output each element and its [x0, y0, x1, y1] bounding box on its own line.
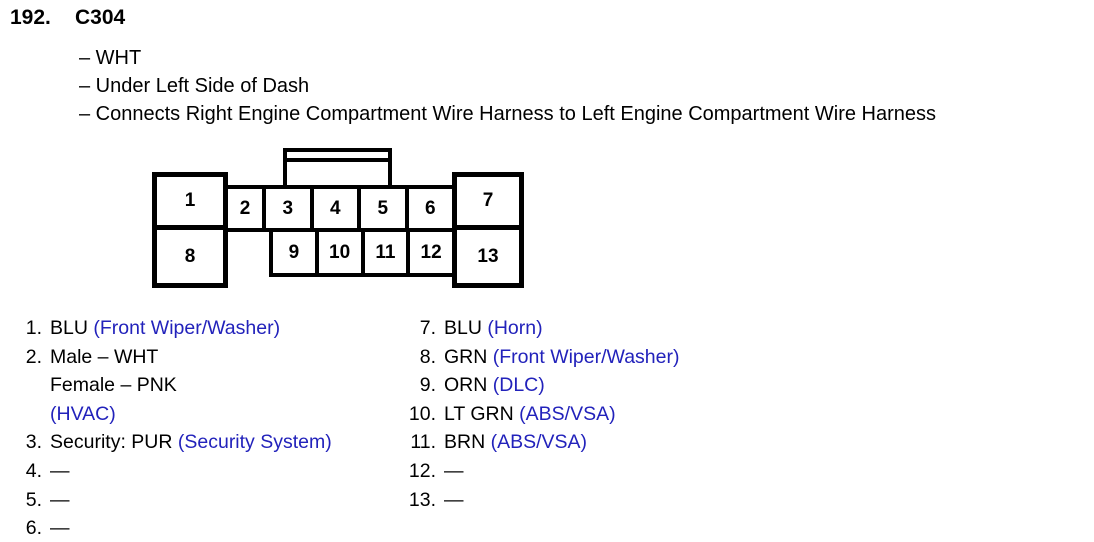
system-name: (ABS/VSA): [490, 431, 588, 454]
pin-number: 3.: [25, 431, 42, 454]
wire-color: GRN: [444, 345, 488, 368]
connector-cavity-1: 1: [157, 177, 223, 230]
pin-row-8: 8. GRN (Front Wiper/Washer): [400, 343, 680, 372]
connector-latch-tab: [283, 148, 392, 189]
pin-description: BRN (ABS/VSA): [444, 428, 587, 457]
pin-row-2: 2. Male – WHT Female – PNK (HVAC): [12, 343, 332, 429]
pin-description: LT GRN (ABS/VSA): [444, 400, 616, 429]
detail-color: – WHT: [79, 47, 142, 69]
connector-cavity-9: 9: [273, 232, 319, 273]
pin-row-3: 3. Security: PUR (Security System): [12, 428, 332, 457]
pin-description: BLU (Front Wiper/Washer): [50, 314, 280, 343]
detail-function: – Connects Right Engine Compartment Wire…: [79, 103, 937, 125]
wire-color: Security: PUR: [50, 431, 173, 454]
pin-description: GRN (Front Wiper/Washer): [444, 343, 679, 372]
pin-number: 1.: [25, 317, 42, 339]
connector-details: – WHT – Under Left Side of Dash – Connec…: [79, 44, 936, 128]
pin-number: 7.: [419, 317, 436, 339]
pin-number: 12.: [408, 459, 436, 482]
pin-description: —: [50, 459, 70, 482]
pin-description: —: [50, 488, 70, 511]
pin-row-4: 4. —: [12, 457, 332, 486]
pin-number: 9.: [419, 374, 436, 397]
detail-location: – Under Left Side of Dash: [79, 75, 310, 97]
connector-cavity-7: 7: [457, 177, 519, 230]
system-name: (Front Wiper/Washer): [492, 345, 680, 368]
system-name: (DLC): [492, 374, 545, 397]
connector-top-row: 2 3 4 5 6: [224, 185, 456, 232]
connector-right-block: 7 13: [452, 172, 524, 288]
pin-number: 4.: [25, 459, 42, 482]
connector-id: C304: [75, 6, 126, 29]
wire-color-female: Female – PNK: [50, 374, 177, 397]
section-title: 192. C304: [10, 6, 125, 30]
pin-row-1: 1. BLU (Front Wiper/Washer): [12, 314, 332, 343]
pin-description: ORN (DLC): [444, 371, 545, 400]
pin-row-12: 12. —: [400, 457, 679, 486]
connector-bottom-row: 9 10 11 12: [269, 228, 456, 277]
pin-list-right: 7. BLU (Horn) 8. GRN (Front Wiper/Washer…: [400, 314, 680, 515]
connector-cavity-6: 6: [424, 197, 436, 219]
wire-color: BLU: [444, 317, 482, 339]
connector-cavity-4: 4: [314, 189, 361, 228]
system-name: (Horn): [487, 317, 543, 339]
wire-color: LT GRN: [444, 402, 514, 425]
connector-cavity-11: 11: [365, 232, 411, 273]
pin-number: 11.: [410, 431, 436, 454]
pin-description: Male – WHT Female – PNK (HVAC): [50, 343, 177, 429]
pin-number: 2.: [25, 345, 42, 368]
pin-description: —: [444, 459, 464, 482]
pin-number: 5.: [25, 488, 42, 511]
wire-color: BRN: [444, 431, 486, 454]
connector-cavity-10: 10: [319, 232, 365, 273]
connector-cavity-12: 12: [420, 241, 442, 263]
wire-color: BLU: [50, 317, 88, 339]
system-name: (Front Wiper/Washer): [93, 317, 281, 339]
pin-row-13: 13. —: [400, 486, 679, 515]
connector-cavity-5: 5: [361, 189, 409, 228]
latch-tab-line: [287, 158, 388, 162]
connector-diagram: 2 3 4 5 6 9 10 11 12 1 8 7 13: [150, 146, 530, 296]
pin-list-left: 1. BLU (Front Wiper/Washer) 2. Male – WH…: [12, 314, 332, 542]
pin-number: 8.: [419, 345, 436, 368]
pin-row-10: 10. LT GRN (ABS/VSA): [400, 400, 679, 429]
connector-cavity-13: 13: [477, 245, 499, 267]
pin-row-11: 11. BRN (ABS/VSA): [400, 428, 679, 457]
wire-color-male: Male – WHT: [50, 345, 159, 368]
pin-description: —: [444, 488, 464, 511]
connector-cavity-2: 2: [228, 189, 266, 228]
pin-description: Security: PUR (Security System): [50, 428, 332, 457]
section-number: 192.: [10, 6, 51, 29]
pin-number: 10.: [408, 402, 436, 425]
pin-row-7: 7. BLU (Horn): [400, 314, 679, 343]
system-name: (HVAC): [50, 402, 116, 425]
connector-left-block: 1 8: [152, 172, 228, 288]
pin-row-5: 5. —: [12, 486, 332, 515]
pin-row-6: 6. —: [12, 514, 332, 542]
pin-description: BLU (Horn): [444, 314, 543, 343]
pin-row-9: 9. ORN (DLC): [400, 371, 679, 400]
system-name: (Security System): [177, 431, 332, 454]
system-name: (ABS/VSA): [519, 402, 616, 425]
connector-cavity-8: 8: [184, 245, 196, 267]
wire-color: ORN: [444, 374, 488, 397]
pin-number: 13.: [408, 488, 436, 511]
pin-description: —: [50, 517, 70, 540]
pin-number: 6.: [25, 517, 42, 540]
connector-cavity-3: 3: [266, 189, 314, 228]
